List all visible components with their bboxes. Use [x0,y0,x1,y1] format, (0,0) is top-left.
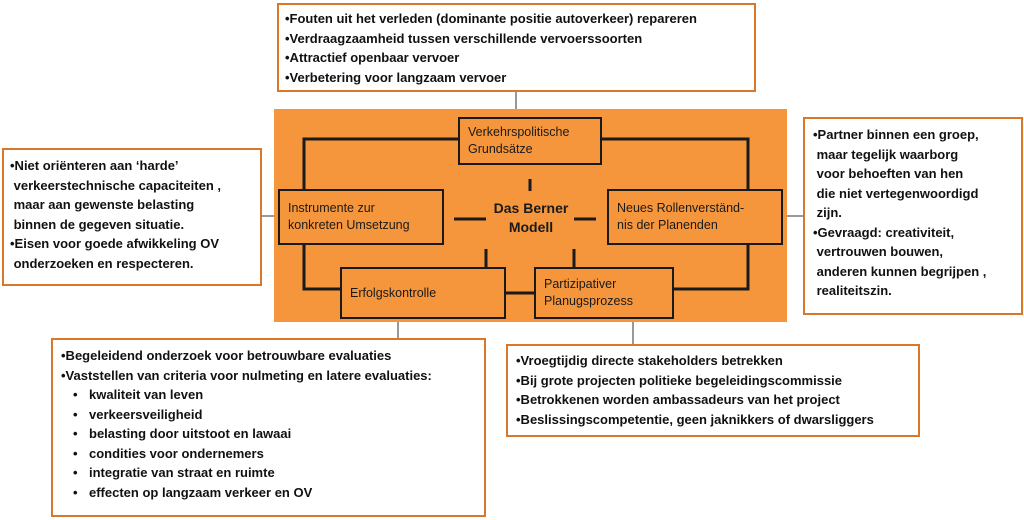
callout-subitem: verkeersveiligheid [61,405,484,425]
box-label: Erfolgskontrolle [350,285,437,300]
callout-subitem: integratie van straat en ruimte [61,463,484,483]
box-label: Verkehrspolitische Grundsätze [468,125,570,156]
box-label: Neues Rollenverständ- nis der Planenden [617,201,745,232]
box-neues-rollenverstaendnis: Neues Rollenverständ- nis der Planenden [607,189,783,245]
callout-item: •Partner binnen een groep, maar tegelijk… [813,127,979,220]
callout-item: •Bij grote projecten politieke begeleidi… [516,372,843,388]
box-erfolgskontrolle: Erfolgskontrolle [340,267,506,319]
box-partizipativer-planungsprozess: Partizipativer Planugsprozess [534,267,674,319]
callout-item: •Fouten uit het verleden (dominante posi… [285,11,697,26]
callout-item: •Vroegtijdig directe stakeholders betrek… [516,353,783,368]
callout-item: •Verdraagzaamheid tussen verschillende v… [285,30,643,46]
box-verkehrspolitische-grundsaetze: Verkehrspolitische Grundsätze [458,117,602,165]
callout-item: •Beslissingscompetentie, geen jaknikkers… [516,411,874,427]
callout-item: •Begeleidend onderzoek voor betrouwbare … [61,348,392,363]
box-label: Das Berner Modell [493,200,569,235]
callout-subitem: condities voor ondernemers [61,444,484,464]
callout-item: •Attractief openbaar vervoer [285,50,460,65]
callout-item: •Vaststellen van criteria voor nulmeting… [61,367,432,383]
callout-top: •Fouten uit het verleden (dominante posi… [277,3,756,92]
callout-bottom-right: •Vroegtijdig directe stakeholders betrek… [506,344,920,437]
box-label: Instrumente zur konkreten Umsetzung [288,201,410,232]
callout-right: •Partner binnen een groep, maar tegelijk… [803,117,1023,315]
callout-subitem: belasting door uitstoot en lawaai [61,424,484,444]
callout-item: •Verbetering voor langzaam vervoer [285,69,507,85]
callout-item: •Betrokkenen worden ambassadeurs van het… [516,392,840,407]
berner-model-panel: Verkehrspolitische Grundsätze Instrument… [274,109,787,322]
callout-item: •Niet oriënteren aan ‘harde’ verkeerstec… [10,158,222,232]
box-instrumente: Instrumente zur konkreten Umsetzung [278,189,444,245]
callout-item: •Eisen voor goede afwikkeling OV onderzo… [10,236,219,271]
callout-bottom-left: •Begeleidend onderzoek voor betrouwbare … [51,338,486,517]
callout-item: •Gevraagd: creativiteit, vertrouwen bouw… [813,224,987,299]
box-label: Partizipativer Planugsprozess [544,277,633,308]
callout-left: •Niet oriënteren aan ‘harde’ verkeerstec… [2,148,262,286]
callout-subitem: effecten op langzaam verkeer en OV [61,483,484,503]
callout-subitem: kwaliteit van leven [61,385,484,405]
box-das-berner-modell: Das Berner Modell [480,195,582,241]
